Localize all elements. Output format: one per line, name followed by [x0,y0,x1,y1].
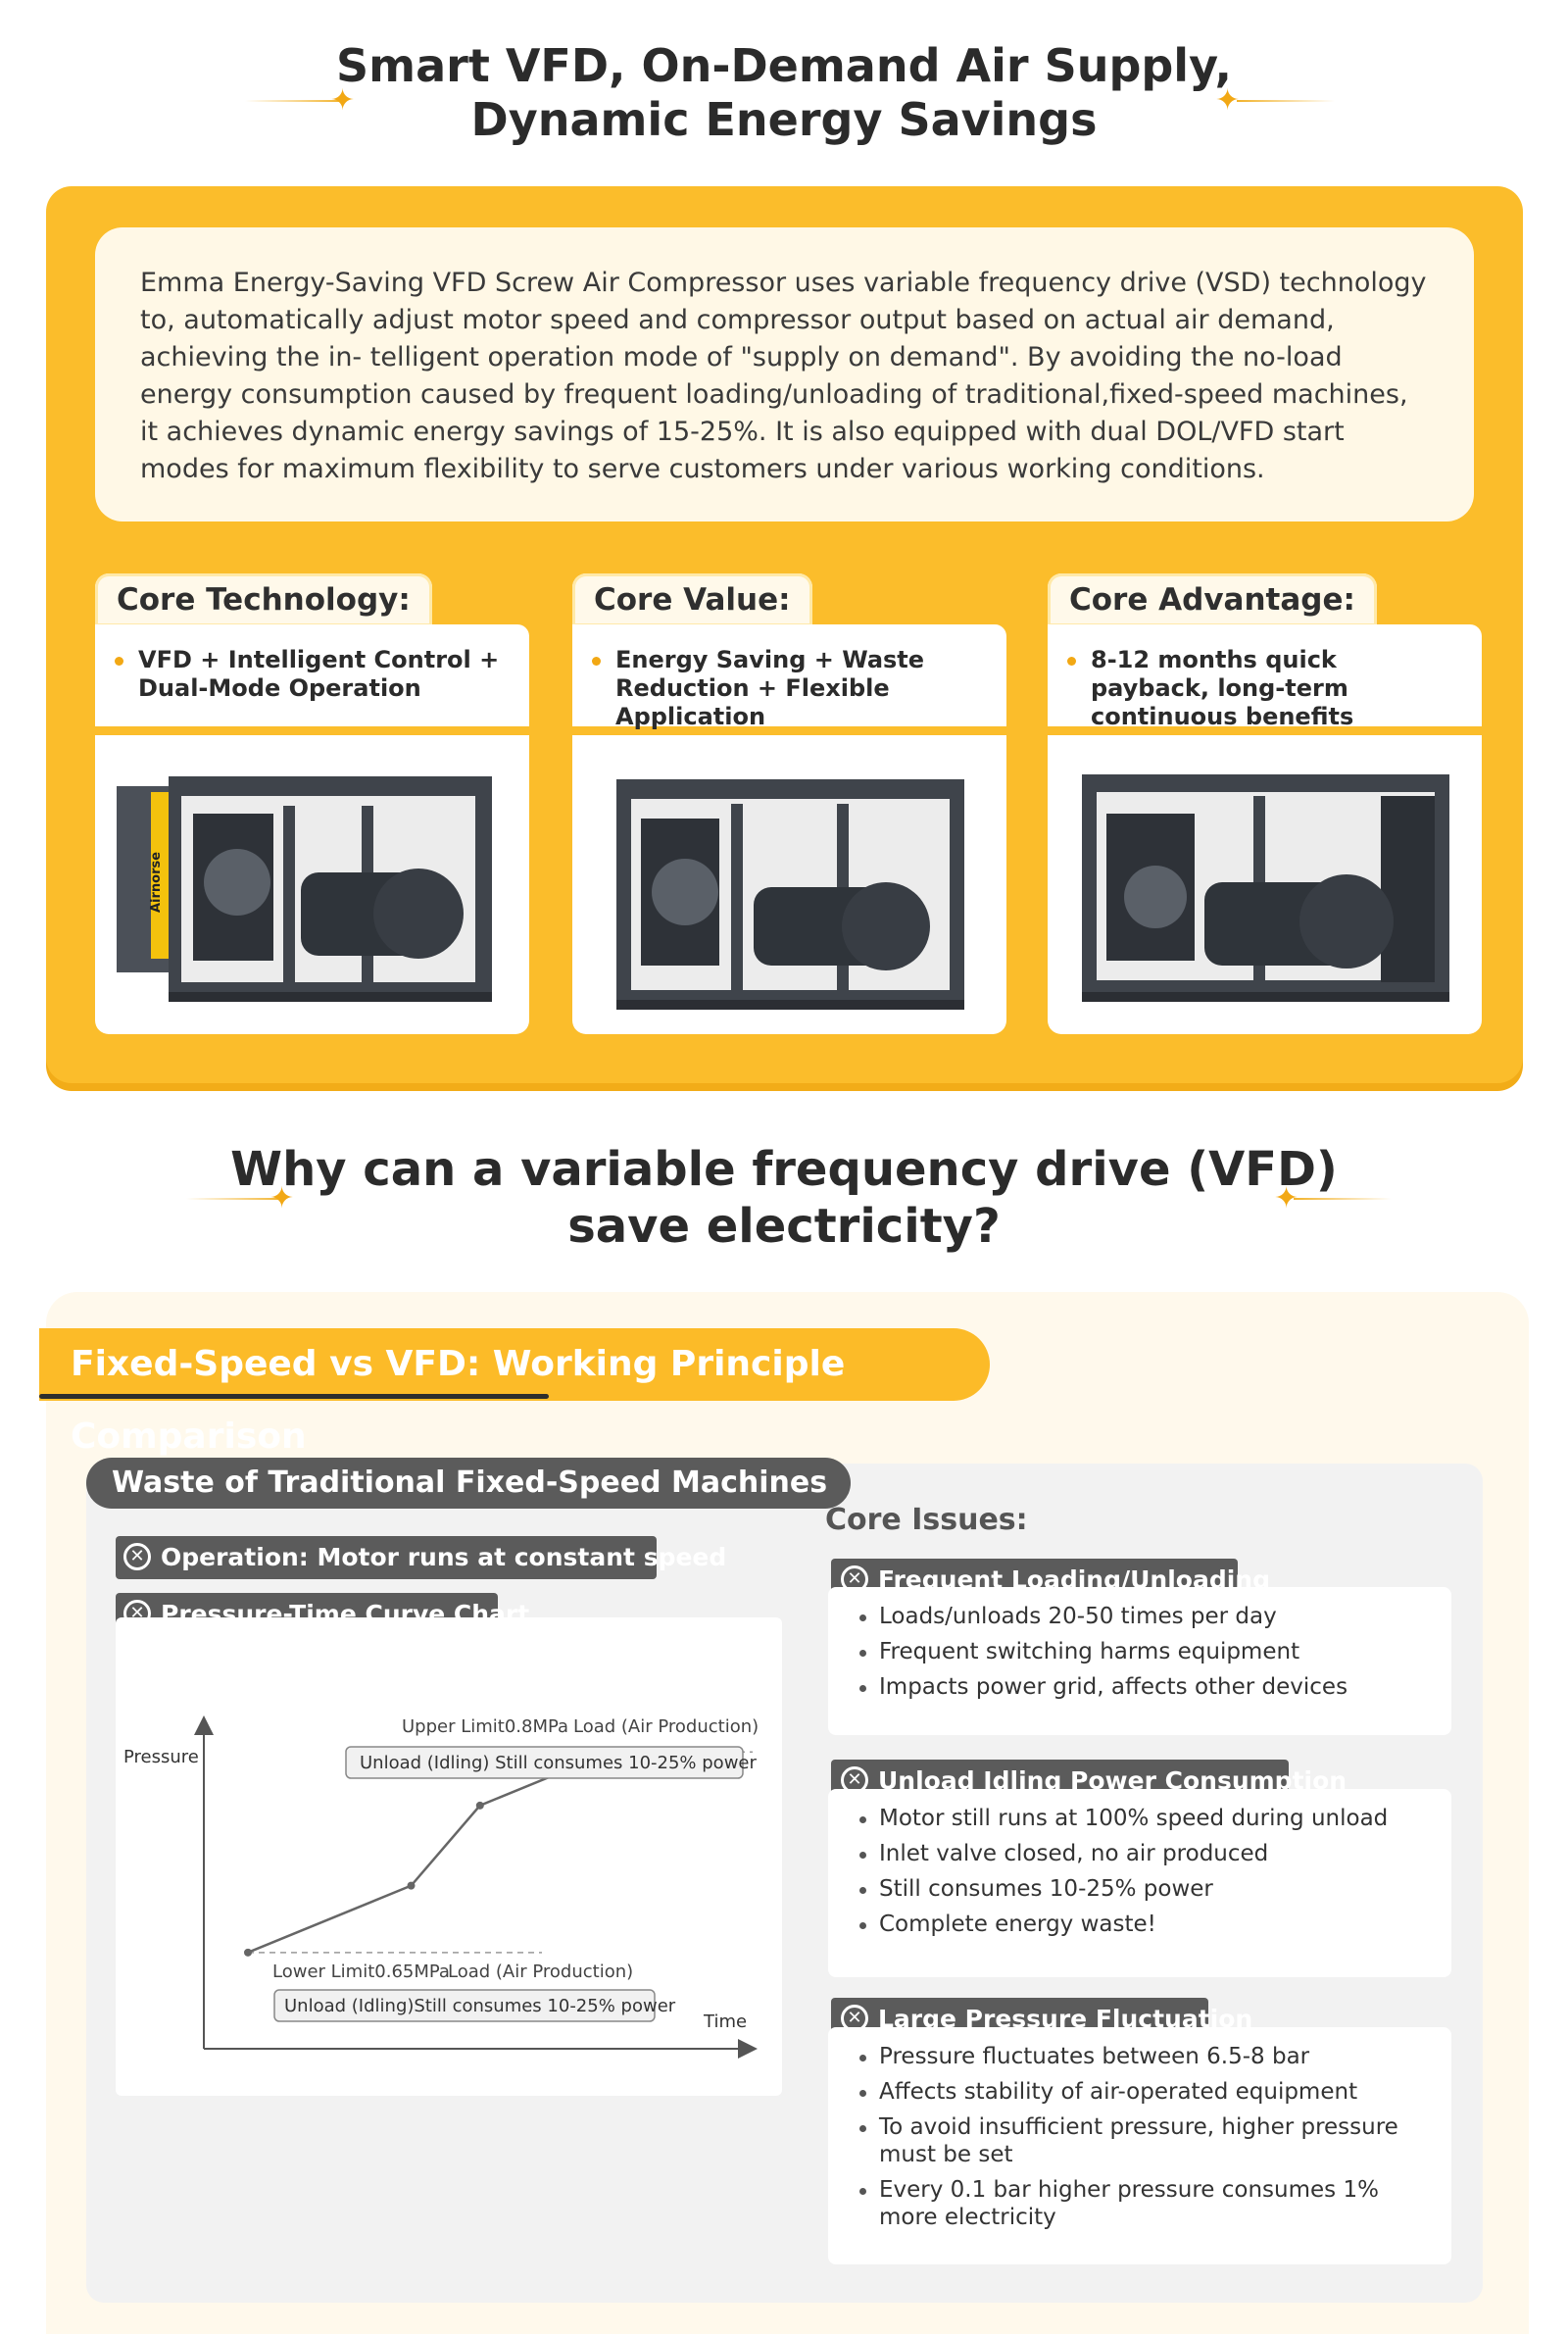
lower-load-label: Load (Air Production) [448,1962,633,1982]
section-heading: Smart VFD, On-Demand Air Supply, Dynamic… [0,39,1568,147]
compressor-image-3 [1048,735,1482,1034]
heading-decoration-right [1294,1198,1392,1200]
issue-box-3: Pressure fluctuates between 6.5-8 bar Af… [828,2027,1451,2264]
core-advantage-text: 8-12 months quick payback, long-term con… [1091,646,1354,730]
core-technology-label: Core Technology: [95,573,432,626]
list-item: Inlet valve closed, no air produced [859,1840,1432,1867]
intro-card: Emma Energy-Saving VFD Screw Air Compres… [95,227,1474,521]
upper-unload-label: Unload (Idling) Still consumes 10-25% po… [360,1753,757,1773]
x-axis-label: Time [703,2011,747,2032]
bullet-icon [115,657,123,666]
heading-line-2: save electricity? [567,1198,1001,1254]
upper-unload-box [345,1746,744,1779]
list-item: Complete energy waste! [859,1911,1432,1938]
compressor-illustration [616,779,964,1010]
star-icon: ✦ [1274,1181,1299,1216]
y-axis-label: Pressure [123,1747,199,1767]
bullet-icon [592,657,601,666]
heading-line-1: Why can a variable frequency drive (VFD) [230,1142,1338,1197]
core-advantage-label: Core Advantage: [1048,573,1377,626]
x-circle-icon: ✕ [123,1543,151,1570]
pressure-series-line [247,1751,612,1954]
compressor-image-2 [572,735,1006,1034]
lower-unload-box [273,1989,656,2022]
feature-panel: Emma Energy-Saving VFD Screw Air Compres… [46,186,1523,1083]
star-icon: ✦ [330,83,356,118]
upper-limit-label: Upper Limit0.8MPa [402,1716,568,1737]
list-item: Pressure fluctuates between 6.5-8 bar [859,2043,1432,2070]
issue-box-1: Loads/unloads 20-50 times per day Freque… [828,1587,1451,1735]
list-item: Impacts power grid, affects other device… [859,1673,1432,1701]
pressure-time-chart: Pressure Time Upper Limit0.8MPa Load (Ai… [116,1617,782,2096]
star-icon: ✦ [270,1181,295,1216]
core-issues-title: Core Issues: [825,1503,1028,1537]
list-item: Frequent switching harms equipment [859,1638,1432,1665]
upper-load-label: Load (Air Production) [573,1716,759,1737]
heading-decoration-left [245,100,343,102]
compressor-image-1: Airnorse [95,735,529,1034]
list-item: Every 0.1 bar higher pressure consumes 1… [859,2176,1432,2231]
lower-unload-label: Unload (Idling)Still consumes 10-25% pow… [284,1996,676,2016]
heading-line-1: Smart VFD, On-Demand Air Supply, [336,39,1232,92]
core-value-desc: Energy Saving + Waste Reduction + Flexib… [572,624,1006,730]
operation-tag: ✕Operation: Motor runs at constant speed [116,1536,726,1579]
issue-box-2: Motor still runs at 100% speed during un… [828,1789,1451,1977]
core-value-text: Energy Saving + Waste Reduction + Flexib… [615,646,925,730]
brand-text: Airnorse [149,852,164,913]
lower-limit-label: Lower Limit0.65MPa [272,1962,450,1982]
core-technology-desc: VFD + Intelligent Control + Dual-Mode Op… [95,624,529,726]
compressor-illustration: Airnorse [117,776,492,1002]
list-item: Affects stability of air-operated equipm… [859,2078,1432,2106]
data-point-1 [407,1881,416,1890]
waste-title: Waste of Traditional Fixed-Speed Machine… [86,1458,852,1509]
list-item: To avoid insufficient pressure, higher p… [859,2113,1432,2168]
heading-decoration-left [186,1198,284,1200]
intro-text: Emma Energy-Saving VFD Screw Air Compres… [140,268,1427,484]
heading-line-2: Dynamic Energy Savings [470,93,1098,147]
list-item: Loads/unloads 20-50 times per day [859,1603,1432,1630]
compressor-illustration [1082,774,1449,1002]
core-advantage-desc: 8-12 months quick payback, long-term con… [1048,624,1482,730]
heading-decoration-right [1237,100,1335,102]
chart-svg: Pressure Time Upper Limit0.8MPa Load (Ai… [123,1715,759,2059]
core-value-label: Core Value: [572,573,812,626]
point-group [244,1748,614,1957]
data-point-2 [475,1801,484,1810]
core-technology-text: VFD + Intelligent Control + Dual-Mode Op… [138,646,500,702]
star-icon: ✦ [1215,83,1241,118]
data-point-0 [244,1948,252,1957]
title-underline [39,1394,549,1399]
list-item: Still consumes 10-25% power [859,1875,1432,1903]
list-item: Motor still runs at 100% speed during un… [859,1805,1432,1832]
bullet-icon [1067,657,1076,666]
section-heading: Why can a variable frequency drive (VFD)… [0,1142,1568,1255]
comparison-title: Fixed-Speed vs VFD: Working Principle Co… [39,1328,990,1457]
